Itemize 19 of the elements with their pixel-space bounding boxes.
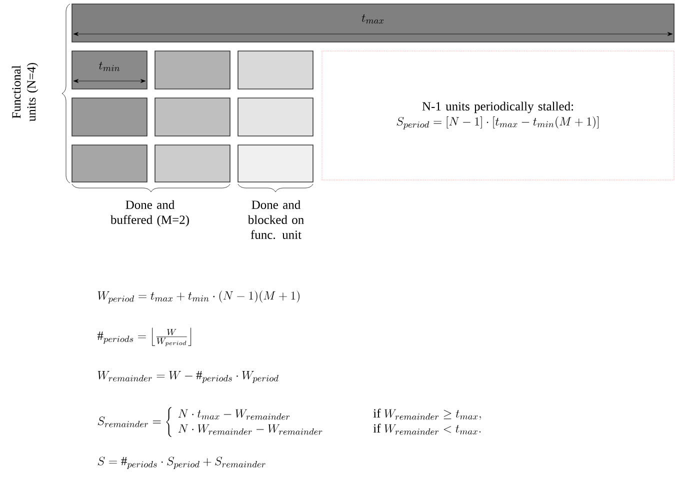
formula: $\#_{periods} = \left\lfloor \frac{W}{W_{period}} \right\rfloor$ [97,328,192,346]
formula: $W_{remainder} = W - \#_{periods}\cdot W_{period}$ [98,370,278,384]
formula: $S = \#_{periods}\cdot S_{period} + S_{remainder}$ [98,456,266,470]
stage-box [238,98,314,136]
stage-box [72,98,148,136]
axis-label: Functional units (N=4) [12,63,38,122]
formula: $W_{period} = t_{max} + t_{min}\cdot(N-1)(M+1)$ [98,290,300,304]
brace-label: Done and blocked on func. unit [248,200,304,240]
stage-box [154,144,230,182]
stage-box [72,144,148,182]
brace-label: Done and buffered (M=2) [110,200,189,227]
stage-box: $t_{min}$ [72,50,148,90]
formula: $S_{remainder} = \left\{\begin{array}{l@{\qquad\qquad}l} N\cdot t_{max} - W_{remainder} & \mbox{if } W_{remainder}\geq t_{max}, \\ N\cdot W_{remainder} - W_{remainder} & \mbox{if } W_{remainder} < t_{max}. \end{array}\right.$ [98,407,481,438]
note-box: N-1 units periodically stalled: $S_{period} = [N-1]\cdot[t_{max}-t_{min}(M+1)]$ [322,50,674,180]
stage-box [154,50,230,90]
stage-box [154,98,230,136]
stage-box [238,50,314,90]
stage-box [238,144,314,182]
time-bar: $t_{max}$ [72,4,674,42]
